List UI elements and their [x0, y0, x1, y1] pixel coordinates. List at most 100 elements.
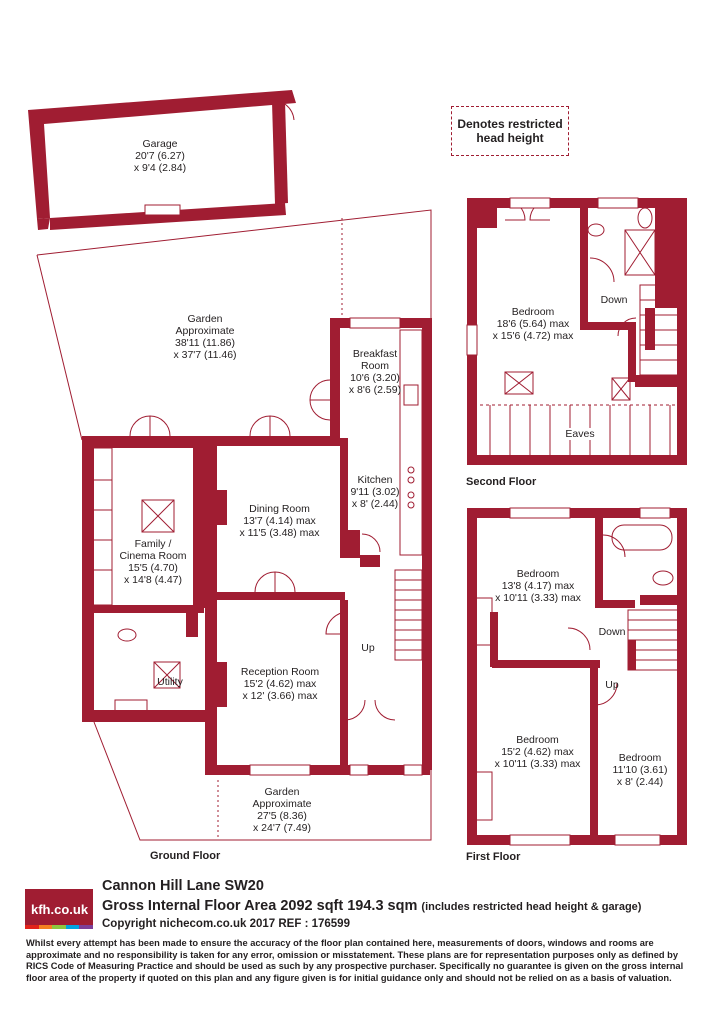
wall: [595, 510, 603, 605]
wall: [477, 198, 497, 228]
garden-boundary: [93, 721, 432, 841]
shower-icon: [624, 229, 656, 276]
door-swing: [374, 699, 396, 721]
garage-wall: [272, 101, 288, 204]
floor-label-second: Second Floor: [466, 476, 537, 488]
wall: [467, 508, 477, 843]
wall: [467, 198, 687, 208]
wardrobe: [477, 771, 493, 821]
property-address: Cannon Hill Lane SW20: [102, 878, 264, 894]
wall: [580, 200, 588, 325]
sink-icon: [587, 223, 605, 237]
wall: [595, 600, 635, 608]
wall: [340, 600, 348, 770]
copyright-ref: Copyright nichecom.co.uk 2017 REF : 1765…: [102, 918, 350, 930]
wall: [340, 438, 348, 530]
door-swing: [149, 415, 171, 437]
wall: [655, 198, 687, 308]
door-swing: [129, 415, 151, 437]
toilet-icon: [637, 207, 653, 229]
door-swing: [309, 399, 331, 421]
kfh-logo: kfh.co.uk: [25, 889, 93, 929]
wall: [217, 662, 227, 707]
door-swing: [567, 627, 591, 651]
floor-label-first: First Floor: [466, 851, 521, 863]
wall: [94, 605, 204, 613]
eaves-label: Eaves: [555, 428, 605, 440]
staircase: [394, 569, 423, 661]
logo-bar: [65, 925, 80, 929]
wall: [467, 508, 687, 518]
wall: [635, 375, 685, 387]
wall: [360, 555, 380, 567]
logo-bar: [38, 925, 53, 929]
wall: [340, 530, 360, 558]
wall: [186, 612, 198, 637]
garden-boundary: [36, 254, 83, 441]
wall: [82, 436, 94, 721]
logo-bar: [52, 925, 66, 929]
logo-bar: [25, 925, 39, 929]
utility-appliance: [153, 661, 181, 689]
wall: [628, 322, 636, 382]
wall: [193, 448, 205, 608]
door-swing: [589, 257, 615, 283]
door-swing: [344, 699, 366, 721]
stairs-down-label: Down: [598, 626, 626, 638]
wall: [82, 710, 217, 722]
door-swing: [269, 99, 295, 121]
wall: [82, 436, 212, 448]
floor-area-note: (includes restricted head height & garag…: [421, 901, 642, 913]
wall: [645, 308, 655, 350]
door-swing: [361, 533, 381, 553]
legend-text: Denotes restricted head height: [457, 117, 563, 145]
door-swing: [254, 571, 276, 593]
wall: [677, 508, 687, 845]
wall: [205, 765, 430, 775]
garage-wall: [50, 203, 286, 230]
door-swing: [269, 415, 291, 437]
kitchen-counter: [399, 329, 423, 556]
wall: [580, 322, 635, 330]
wall: [467, 455, 687, 465]
wall: [422, 318, 432, 770]
disclaimer-text: Whilst every attempt has been made to en…: [26, 938, 684, 983]
garage-wall: [37, 218, 50, 230]
door-swing: [602, 534, 626, 558]
logo-bar: [79, 925, 93, 929]
wall: [640, 595, 685, 605]
room-label-utility: Utility: [157, 676, 183, 688]
stairs-up-label: Up: [605, 679, 619, 691]
wall: [490, 612, 498, 667]
bath-icon: [611, 524, 673, 551]
stairs-up-label: Up: [361, 642, 375, 654]
wall: [628, 640, 636, 670]
logo-color-bars: [25, 925, 93, 929]
wall: [492, 660, 600, 668]
garden-boundary: [36, 209, 432, 320]
sink-icon: [114, 699, 148, 715]
toilet-icon: [652, 570, 674, 586]
garage-wall: [28, 90, 296, 219]
wall: [217, 490, 227, 525]
toilet-icon: [117, 628, 137, 642]
floor-label-ground: Ground Floor: [150, 850, 221, 862]
wall: [330, 318, 340, 438]
skylight-icon: [141, 499, 175, 533]
door-swing: [309, 379, 331, 401]
door-swing: [617, 317, 637, 337]
wall: [205, 440, 217, 775]
family-room-bay: [94, 447, 113, 606]
skylight-icon: [504, 371, 534, 395]
